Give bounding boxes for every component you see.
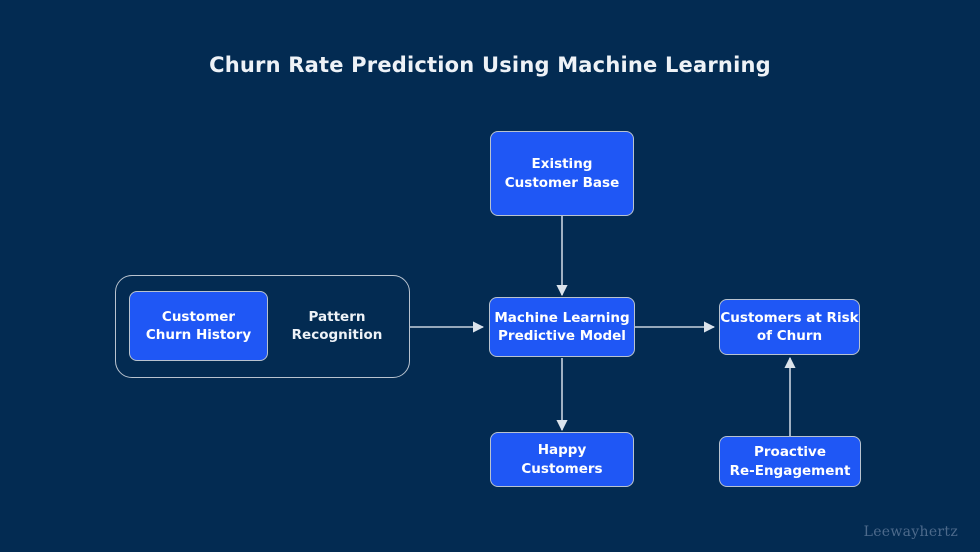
node-proactive-re-engagement[interactable]: Proactive Re-Engagement — [719, 436, 861, 487]
input-group-container — [115, 275, 410, 378]
node-machine-learning-predictive-model[interactable]: Machine Learning Predictive Model — [489, 297, 635, 357]
watermark-leewayhertz: Leewayhertz — [863, 524, 958, 540]
node-customer-churn-history[interactable]: Customer Churn History — [129, 291, 268, 361]
node-customers-at-risk-of-churn[interactable]: Customers at Risk of Churn — [719, 299, 860, 355]
page-title: Churn Rate Prediction Using Machine Lear… — [209, 53, 771, 77]
node-existing-customer-base[interactable]: Existing Customer Base — [490, 131, 634, 216]
node-pattern-recognition: Pattern Recognition — [291, 308, 383, 343]
node-happy-customers[interactable]: Happy Customers — [490, 432, 634, 487]
